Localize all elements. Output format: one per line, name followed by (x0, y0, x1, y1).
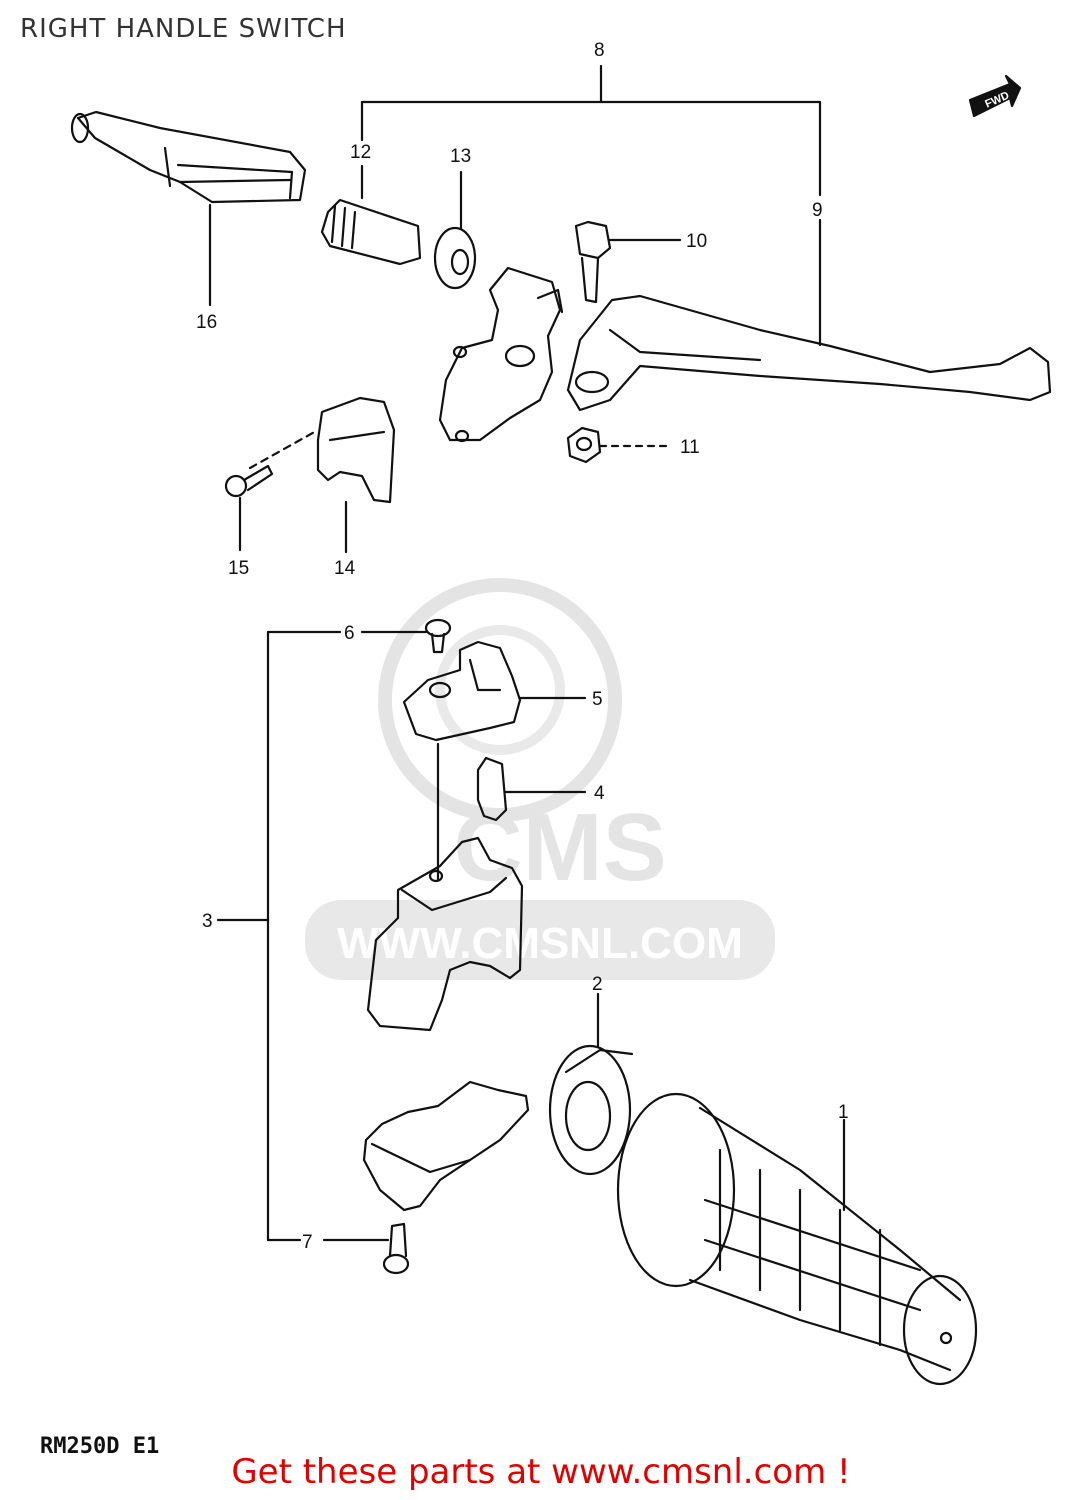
part-13-locknut (433, 170, 477, 290)
part-10-bolt (574, 220, 682, 304)
part-9-lever (566, 294, 1052, 412)
callout-3: 3 (202, 911, 213, 932)
callout-10: 10 (686, 231, 707, 252)
watermark: CMS WWW.CMSNL.COM (305, 578, 775, 980)
watermark-brand: CMS (453, 794, 666, 901)
switch-housing-upper (366, 836, 524, 1032)
lever-perch (438, 266, 564, 443)
part-7-screw (322, 1222, 410, 1275)
callout-13: 13 (450, 146, 471, 167)
callout-6: 6 (344, 623, 355, 644)
watermark-url: WWW.CMSNL.COM (337, 919, 743, 968)
switch-housing-lower (362, 1080, 530, 1212)
part-14-clamp (316, 396, 396, 554)
callout-11: 11 (680, 437, 700, 458)
callout-1: 1 (838, 1102, 849, 1123)
fwd-arrow-icon (968, 74, 1022, 118)
callout-2: 2 (592, 974, 603, 995)
callout-15: 15 (228, 558, 249, 579)
part-5-cover (402, 640, 587, 882)
footer-link[interactable]: Get these parts at www.cmsnl.com ! (231, 1452, 851, 1492)
page-title: RIGHT HANDLE SWITCH (20, 14, 347, 44)
part-4-pin (476, 756, 587, 822)
part-12-adjuster (320, 164, 422, 266)
callout-8: 8 (594, 40, 605, 61)
part-15-screw (224, 428, 320, 552)
callout-16: 16 (196, 312, 217, 333)
bracket-3 (216, 630, 342, 1242)
bracket-8-9 (360, 64, 822, 347)
model-code: RM250D E1 (40, 1434, 160, 1459)
part-2-collar (548, 992, 634, 1176)
part-16-boot (70, 110, 307, 307)
callout-9: 9 (812, 200, 823, 221)
callout-labels: 1 2 3 4 5 6 7 8 9 10 11 12 13 14 15 16 (196, 40, 849, 1253)
callout-4: 4 (594, 783, 605, 804)
part-11-nut (566, 426, 674, 464)
part-6-screw (360, 618, 452, 654)
callout-12: 12 (350, 142, 371, 163)
callout-5: 5 (592, 689, 603, 710)
callout-14: 14 (334, 558, 356, 579)
part-1-grip (616, 1092, 978, 1386)
callout-7: 7 (302, 1232, 313, 1253)
